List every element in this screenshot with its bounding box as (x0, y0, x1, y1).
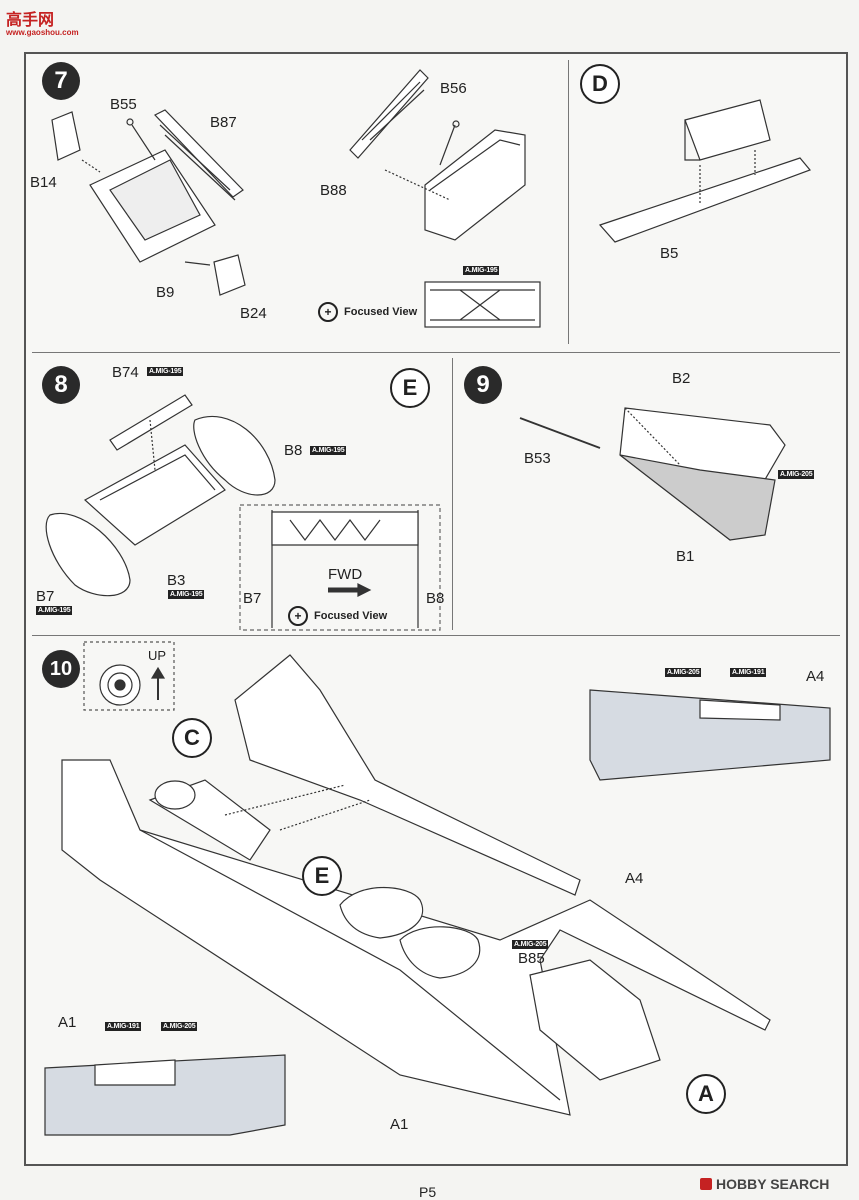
page-number: P5 (419, 1184, 437, 1200)
step8-drawing (45, 394, 276, 597)
step-8-badge: 8 (42, 366, 80, 404)
focused-view-label: Focused View (344, 306, 418, 318)
label-a4-main: A4 (625, 870, 644, 887)
divider-7-D (568, 60, 569, 344)
step-7-badge: 7 (42, 62, 80, 100)
label-b8-focused: B8 (426, 590, 445, 607)
site-logo-url: www.gaoshou.com (6, 28, 79, 37)
label-b24: B24 (240, 305, 267, 322)
tag-a4-mig205: A.MIG-205 (665, 668, 702, 677)
tag-a4-mig191: A.MIG-191 (730, 668, 767, 677)
label-b56: B56 (440, 80, 467, 97)
label-b1: B1 (676, 548, 695, 565)
step8-focused-view: + Focused View (288, 606, 387, 626)
site-logo-chars: 高手网 (6, 12, 55, 29)
step-10-badge: 10 (42, 650, 80, 688)
label-b7-focused: B7 (243, 590, 262, 607)
tag-b3-mig195: A.MIG-195 (168, 590, 205, 599)
fwd-label: FWD (328, 566, 363, 583)
label-a4-detail: A4 (806, 668, 825, 685)
magnifier-icon: + (318, 302, 338, 322)
hobby-search-logo-icon (700, 1178, 712, 1190)
label-b85: B85 (518, 950, 545, 967)
step-C-badge: C (172, 718, 212, 758)
label-b9: B9 (156, 284, 175, 301)
tag-a1-mig205: A.MIG-205 (161, 1022, 198, 1031)
step10-A4-detail-drawing (589, 689, 831, 781)
label-b3: B3 (167, 572, 186, 589)
step-9-badge: 9 (464, 366, 502, 404)
label-b87: B87 (210, 114, 237, 131)
divider-row2 (32, 635, 840, 636)
step10-wheel-detail-drawing (83, 641, 175, 711)
tag-b7-mig195: A.MIG-195 (36, 606, 73, 615)
label-b88: B88 (320, 182, 347, 199)
label-b53: B53 (524, 450, 551, 467)
magnifier-icon: + (288, 606, 308, 626)
hobby-search-label: HOBBY SEARCH (716, 1176, 830, 1192)
step-E-badge: E (390, 368, 430, 408)
label-b7: B7 (36, 588, 55, 605)
label-a1-detail: A1 (58, 1014, 77, 1031)
tag-b8-mig195: A.MIG-195 (310, 446, 347, 455)
step-A-badge: A (686, 1074, 726, 1114)
step7-right-drawing (349, 69, 526, 241)
label-b5: B5 (660, 245, 679, 262)
divider-row1 (32, 352, 840, 353)
divider-8-9 (452, 358, 453, 630)
label-b8: B8 (284, 442, 303, 459)
tag-a1-mig191: A.MIG-191 (105, 1022, 142, 1031)
step10-fuselage-drawing (61, 654, 771, 1116)
hobby-search-watermark: HOBBY SEARCH (700, 1176, 829, 1192)
tag-b85-mig205: A.MIG-205 (512, 940, 549, 949)
label-b74: B74 (112, 364, 139, 381)
stepD-drawing (598, 99, 812, 243)
tag-b74-mig195: A.MIG-195 (147, 367, 184, 376)
step7-focused-view-drawing (424, 281, 541, 328)
step7-focused-view: + Focused View (318, 302, 417, 322)
step-D-badge: D (580, 64, 620, 104)
up-label: UP (148, 648, 167, 663)
site-logo[interactable]: 高手网 www.gaoshou.com (6, 6, 79, 37)
label-b55: B55 (110, 96, 137, 113)
step7-left-drawing (51, 109, 246, 296)
tag-step7-mig195: A.MIG-195 (463, 266, 500, 275)
focused-view-label: Focused View (314, 610, 388, 622)
step10-A1-detail-drawing (44, 1054, 286, 1136)
step-E-badge-10: E (302, 856, 342, 896)
tag-step9-mig205: A.MIG-205 (778, 470, 815, 479)
label-b14: B14 (30, 174, 57, 191)
label-b2: B2 (672, 370, 691, 387)
step9-drawing (519, 407, 786, 541)
step8-focused-view-drawing (239, 504, 441, 631)
label-a1-main: A1 (390, 1116, 409, 1133)
